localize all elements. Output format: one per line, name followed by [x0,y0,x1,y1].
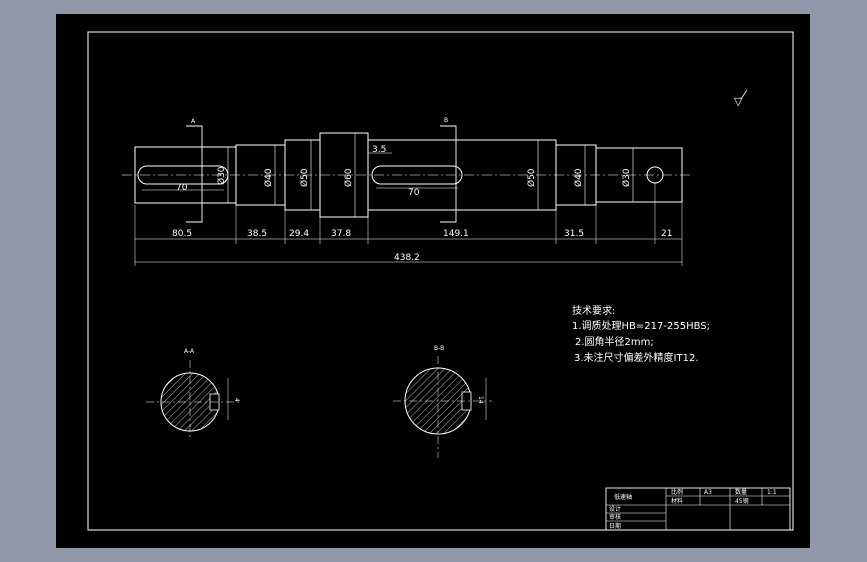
chain-dimensions: 80.5 38.5 29.4 37.8 149.1 31.5 21 [135,229,682,240]
notes-title: 技术要求: [572,304,615,317]
dia-4: Ø60 [343,168,354,187]
dia-6: Ø40 [573,168,584,187]
dim-seg-1: 80.5 [172,229,192,239]
extension-lines [134,183,683,266]
title-cell-b: A3 [704,489,712,496]
keyway-right-length: 70 [408,188,420,198]
dia-1: Ø30 [216,166,227,185]
section-mark-a: A [191,118,196,125]
dim-seg-2: 38.5 [247,229,267,239]
title-row2-b: 45钢 [735,497,749,505]
note-1: 1.调质处理HB=217-255HBS; [572,320,710,332]
shoulder-dim: 3.5 [372,145,386,155]
title-cell-a: 比例 [671,488,683,496]
title-row2-a: 材料 [671,497,683,505]
title-block: 低速轴 比例 A3 数量 1:1 材料 45钢 设计 审核 日期 [605,487,791,531]
diameter-dimensions: Ø30 Ø40 Ø50 Ø60 Ø50 Ø40 Ø30 [216,133,634,217]
dim-seg-7: 21 [661,229,672,239]
section-plane-b [440,125,457,223]
section-b-depth: 14 [477,396,484,404]
dia-3: Ø50 [299,168,310,187]
title-cell-d: 1:1 [767,489,777,496]
section-b-view: B-B 14 [393,345,492,458]
section-plane-a [186,125,203,223]
technical-notes: 技术要求: 1.调质处理HB=217-255HBS; 2.圆角半径2mm; 3.… [572,304,710,364]
drawing-border [87,31,794,531]
title-cell-c: 数量 [735,488,747,496]
title-row-date: 日期 [609,522,621,530]
shaft-segment-7 [595,147,683,203]
dim-seg-6: 31.5 [564,229,584,239]
section-a-label: A-A [184,348,195,355]
title-row-design: 设计 [609,505,621,513]
section-b-label: B-B [434,345,444,352]
dia-7: Ø30 [621,168,632,187]
note-2: 2.圆角半径2mm; [575,335,654,348]
title-part-name: 低速轴 [614,493,632,501]
note-3: 3.未注尺寸偏差外精度IT12. [574,351,699,364]
drawing-sheet [56,14,810,548]
surface-finish-icon: ▽ [734,95,743,108]
keyway-right [371,165,463,185]
dim-total: 438.2 [394,253,420,263]
dim-seg-4: 37.8 [331,229,351,239]
dim-seg-5: 149.1 [443,229,469,239]
keyway-left-length: 70 [176,183,188,193]
title-row-review: 审核 [609,513,621,521]
section-a-depth: 4 [233,398,240,402]
dia-2: Ø40 [263,168,274,187]
surface-finish-tick [740,89,748,100]
dia-5: Ø50 [526,168,537,187]
dim-seg-3: 29.4 [289,229,309,239]
section-mark-b: B [444,117,448,124]
section-a-view: A-A 4 [146,348,241,440]
